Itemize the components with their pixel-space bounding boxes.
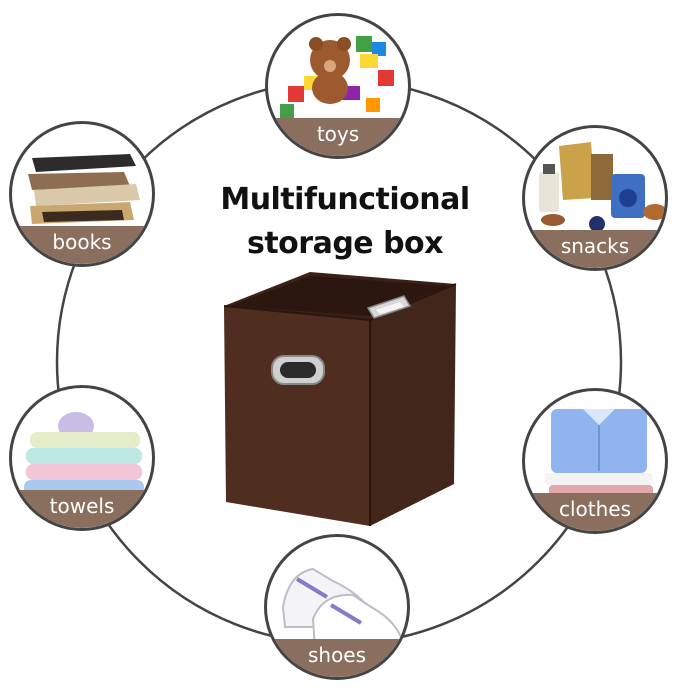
- snacks-icon: [539, 142, 665, 232]
- clothes-label: clothes: [525, 493, 665, 531]
- snacks-bubble: snacks: [522, 125, 668, 271]
- shoes-label: shoes: [267, 639, 407, 677]
- books-label: books: [12, 226, 152, 264]
- toys-label: toys: [268, 118, 408, 156]
- storage-box-image: [223, 272, 457, 526]
- snacks-label: snacks: [525, 230, 665, 268]
- toys-bubble: toys: [265, 13, 411, 159]
- books-bubble: books: [9, 121, 155, 267]
- toys-icon: [280, 36, 394, 118]
- headline-line1: Multifunctional: [220, 182, 470, 217]
- headline-line2: storage box: [246, 226, 444, 261]
- towels-label: towels: [12, 490, 152, 528]
- books-icon: [28, 154, 140, 224]
- towels-bubble: towels: [9, 385, 155, 531]
- shoes-bubble: shoes: [264, 534, 410, 680]
- clothes-bubble: clothes: [522, 388, 668, 534]
- shoes-icon: [281, 567, 403, 650]
- headline: Multifunctional storage box: [200, 178, 490, 266]
